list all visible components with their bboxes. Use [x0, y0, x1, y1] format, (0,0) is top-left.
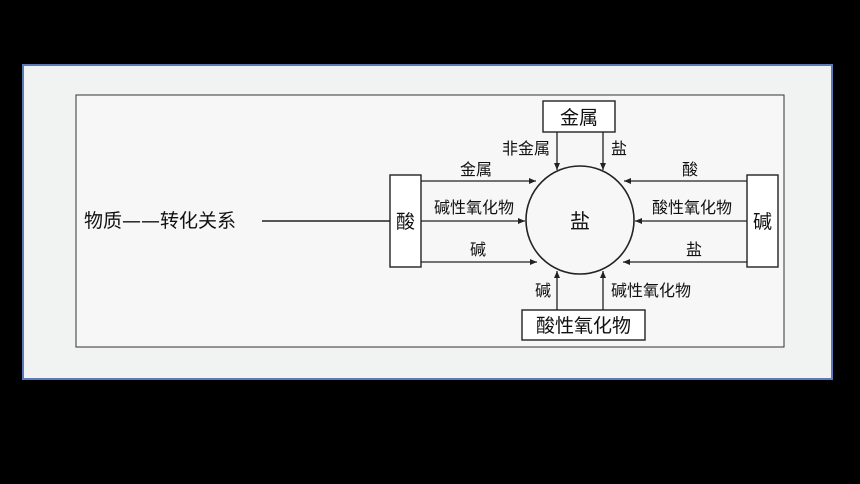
label-top-left: 非金属	[502, 139, 550, 158]
bottom-box-label: 酸性氧化物	[536, 315, 631, 337]
label-bottom-right: 碱性氧化物	[611, 281, 691, 300]
label-top-right: 盐	[611, 139, 627, 158]
bottom-box-acidic-oxide	[521, 309, 646, 341]
label-right-top: 酸	[682, 160, 698, 179]
label-right-mid: 酸性氧化物	[652, 198, 732, 217]
label-left-bottom: 碱	[470, 240, 486, 259]
left-box-acid	[389, 174, 422, 268]
label-bottom-left: 碱	[535, 281, 551, 300]
label-right-bottom: 盐	[686, 240, 702, 259]
left-title: 物质——转化关系	[84, 210, 236, 232]
center-salt-label: 盐	[570, 209, 590, 233]
label-left-mid: 碱性氧化物	[434, 198, 514, 217]
right-box-label: 碱	[753, 211, 772, 233]
top-box-metal	[542, 100, 616, 133]
top-box-label: 金属	[560, 107, 598, 129]
left-box-label: 酸	[396, 211, 415, 233]
label-left-top: 金属	[460, 160, 492, 179]
center-salt-circle	[525, 165, 635, 275]
